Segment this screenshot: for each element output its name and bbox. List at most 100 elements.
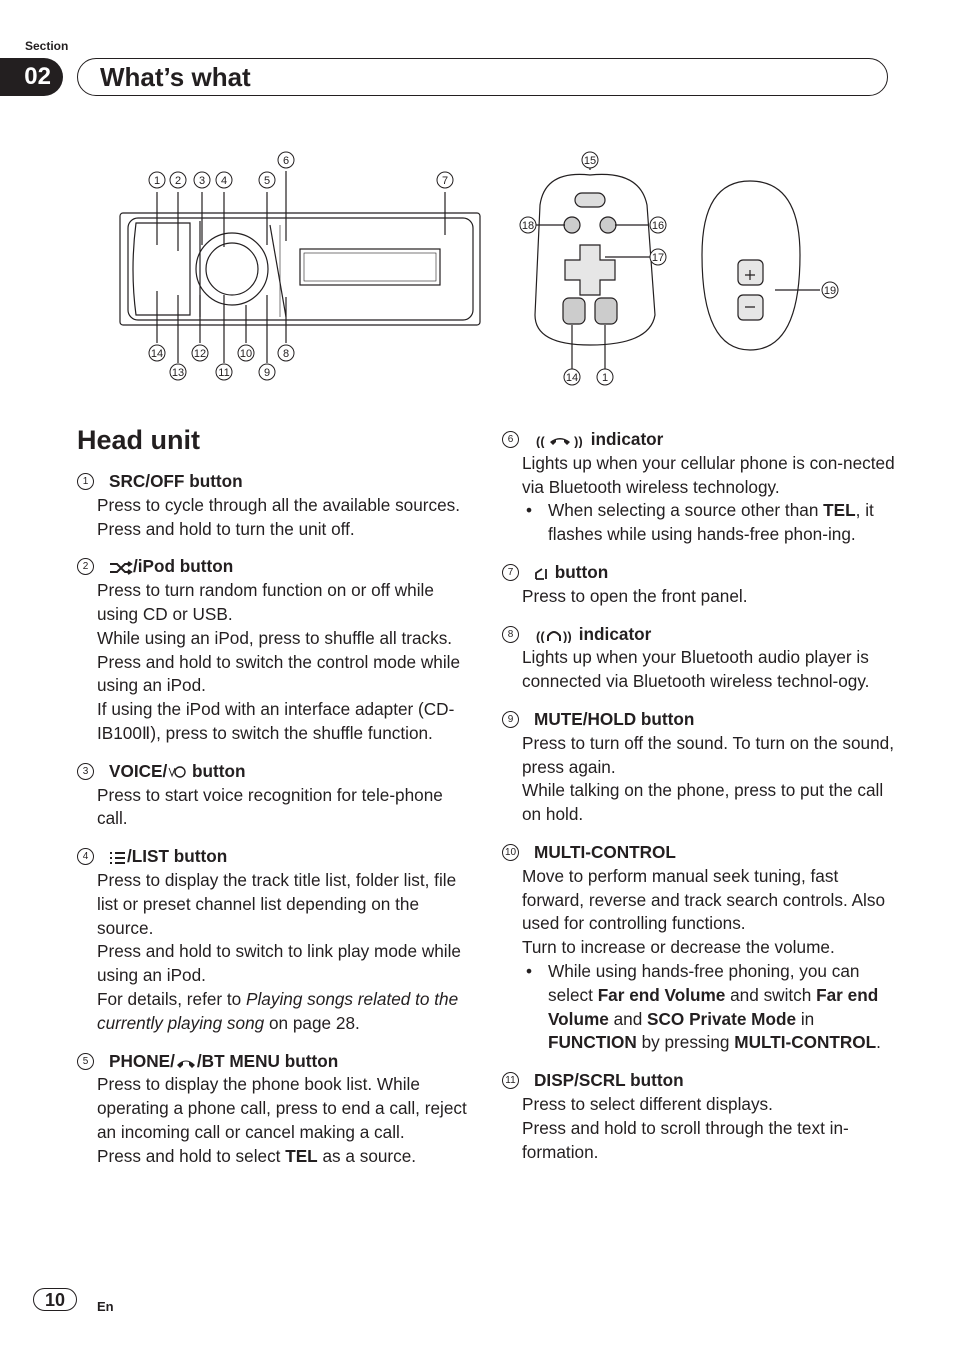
entry-number: 4 [77, 848, 94, 866]
entry-title: indicator [574, 623, 652, 644]
entry-title: VOICE/ [109, 760, 168, 781]
entry-number: 2 [77, 558, 94, 576]
entry-ipod: 2/iPod button Press to turn random funct… [77, 555, 477, 745]
entry-title: /BT MENU button [196, 1050, 339, 1071]
entry-title: MUTE/HOLD button [534, 708, 695, 729]
svg-text:4: 4 [221, 175, 227, 187]
entry-voice: 3 VOICE/ button Press to start voice reco… [77, 760, 477, 831]
head-unit-heading: Head unit [77, 425, 201, 455]
left-column: 1 SRC/OFF button Press to cycle through a… [77, 470, 477, 1183]
callout-1: 1 [148, 171, 166, 189]
svg-text:19: 19 [824, 285, 836, 297]
entry-text: Lights up when your Bluetooth audio play… [522, 647, 870, 692]
entry-open: 7 button Press to open the front panel. [502, 561, 902, 609]
callout-17: 17 [649, 248, 667, 266]
entry-title: PHONE/ [109, 1050, 175, 1071]
entry-text: For details, refer to Playing songs rela… [97, 988, 459, 1033]
entry-number: 7 [502, 563, 519, 581]
svg-text:18: 18 [522, 220, 534, 232]
remote-back [701, 180, 820, 351]
callout-6: 6 [277, 151, 295, 169]
svg-text:10: 10 [240, 348, 252, 360]
entry-text: Press and hold to select TEL as a source… [97, 1145, 417, 1166]
svg-text:((: (( [536, 629, 545, 643]
svg-text:15: 15 [584, 155, 596, 167]
section-title-box: What’s what [77, 58, 888, 96]
entry-phone-indicator: 6(()) indicator Lights up when your cell… [502, 428, 902, 547]
svg-text:5: 5 [264, 175, 270, 187]
phone-indicator-icon: (()) [536, 434, 583, 448]
svg-text:12: 12 [194, 348, 206, 360]
svg-text:8: 8 [283, 348, 289, 360]
entry-title: /LIST button [127, 846, 228, 867]
svg-text:1: 1 [602, 372, 608, 384]
svg-text:7: 7 [442, 175, 448, 187]
remote-control [532, 157, 658, 374]
entry-title: /iPod button [133, 556, 234, 577]
callout-19: 19 [821, 281, 839, 299]
entry-text: Press and hold to switch to link play mo… [97, 941, 461, 986]
entry-title: DISP/SCRL button [534, 1070, 684, 1091]
entry-text: Press and hold to switch the control mod… [97, 651, 461, 696]
callout-8: 8 [277, 344, 295, 362]
callout-7: 7 [436, 171, 454, 189]
entry-title: button [550, 561, 609, 582]
section-title: What’s what [100, 62, 251, 92]
entry-text: While using an iPod, press to shuffle al… [97, 627, 453, 648]
section-number-badge: 02 [0, 58, 63, 96]
callout-10: 10 [237, 344, 255, 362]
svg-text:16: 16 [652, 220, 664, 232]
entry-list: 4/LIST button Press to display the track… [77, 845, 477, 1035]
callout-18: 18 [519, 216, 537, 234]
entry-text: While talking on the phone, press to put… [522, 780, 884, 825]
callout-1b: 1 [596, 368, 614, 386]
section-label: Section [25, 39, 69, 53]
entry-text: Press to open the front panel. [522, 585, 748, 606]
shuffle-icon [110, 561, 133, 576]
callout-5: 5 [258, 171, 276, 189]
svg-text:)): )) [574, 434, 583, 448]
entry-text: Press to select different displays. [522, 1093, 773, 1114]
callout-3: 3 [193, 171, 211, 189]
voice-icon [168, 766, 186, 778]
entry-number: 1 [77, 473, 94, 490]
callout-16: 16 [649, 216, 667, 234]
entry-text: Press to turn random function on or off … [97, 580, 434, 624]
svg-text:)): )) [563, 629, 572, 643]
callout-9: 9 [258, 363, 276, 381]
svg-text:3: 3 [199, 175, 205, 187]
language-label: En [97, 1299, 114, 1314]
entry-number: 11 [502, 1072, 519, 1090]
callout-4: 4 [215, 171, 233, 189]
svg-text:17: 17 [652, 252, 664, 264]
callout-11: 11 [215, 363, 233, 381]
svg-text:11: 11 [218, 367, 229, 379]
entry-text: Move to perform manual seek tuning, fast… [522, 865, 886, 934]
entry-text: Turn to increase or decrease the volume. [522, 937, 835, 958]
svg-text:2: 2 [175, 175, 181, 187]
open-panel-icon [535, 568, 547, 580]
svg-text:13: 13 [172, 367, 184, 379]
entry-text: Press and hold to scroll through the tex… [522, 1117, 849, 1162]
entry-disp-scrl: 11 DISP/SCRL button Press to select diffe… [502, 1069, 902, 1164]
callout-15: 15 [581, 151, 599, 169]
entry-number: 3 [77, 762, 94, 780]
entry-src-off: 1 SRC/OFF button Press to cycle through a… [77, 470, 477, 541]
callout-12: 12 [191, 344, 209, 362]
bullet-item: When selecting a source other than TEL, … [522, 499, 902, 547]
entry-title: button [187, 760, 246, 781]
entry-number: 6 [502, 431, 519, 448]
entry-audio-indicator: 8(()) indicator Lights up when your Blue… [502, 623, 902, 694]
svg-text:1: 1 [154, 175, 160, 187]
entry-title: SRC/OFF button [109, 471, 243, 491]
entry-text: Press to display the phone book list. Wh… [97, 1074, 467, 1142]
entry-text: Lights up when your cellular phone is co… [522, 452, 895, 497]
entry-number: 10 [502, 843, 519, 861]
head-unit-figure: 1 2 3 4 5 6 7 14 12 10 8 13 11 9 15 18 1… [119, 151, 839, 386]
page-number: 10 [33, 1288, 77, 1311]
entry-text: Press to cycle through all the available… [97, 494, 461, 539]
entry-text: Press to start voice recognition for tel… [97, 784, 443, 829]
svg-text:14: 14 [151, 348, 163, 360]
